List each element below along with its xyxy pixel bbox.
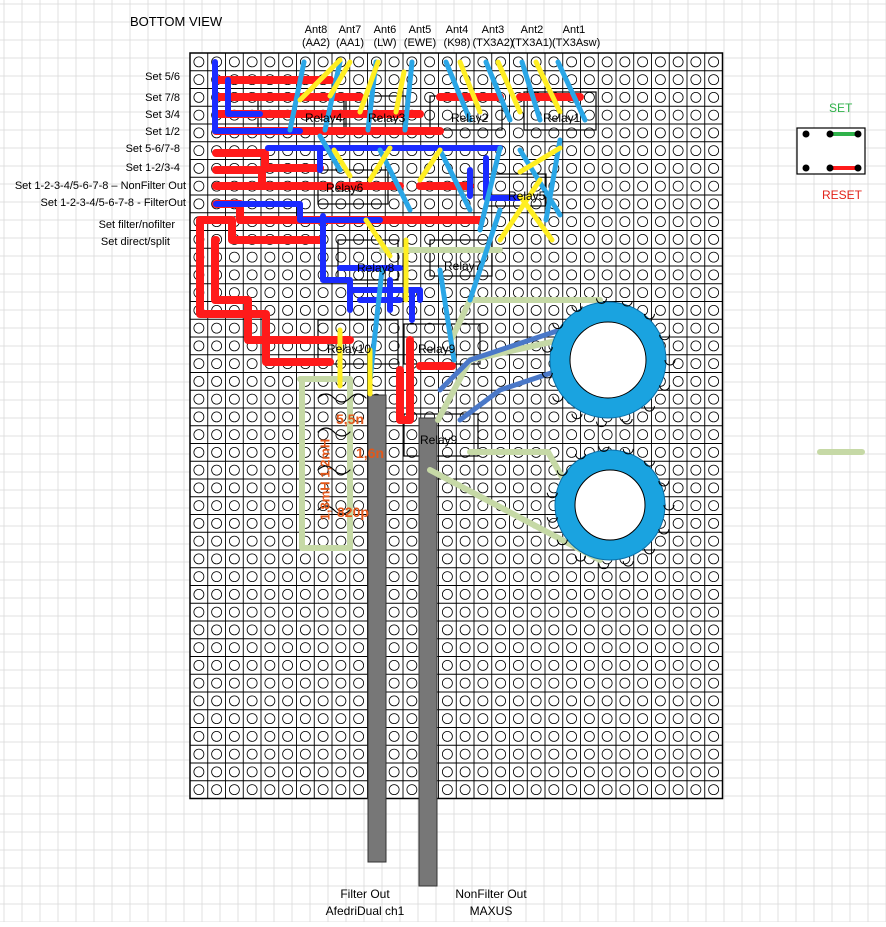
steelblue-wire — [437, 327, 563, 393]
antenna-label: Ant4(K98) — [443, 24, 471, 49]
nonfilter-output-cable — [418, 417, 438, 887]
toroid-hole — [574, 469, 646, 541]
relay-label: Relay3 — [368, 111, 406, 125]
relay-label: Relay2 — [451, 111, 489, 125]
relay-label: Relay8 — [357, 261, 395, 275]
control-label: Set 1-2-3-4/5-6-7-8 - FilterOut — [40, 197, 187, 209]
relay-label: Relay1 — [543, 111, 581, 125]
antenna-label: Ant6(LW) — [373, 24, 397, 49]
coil-winding — [317, 393, 367, 515]
set-legend-label: SET — [829, 101, 853, 115]
blue-wire — [212, 59, 303, 134]
toroid-winding — [541, 298, 676, 428]
relay-label: Relay7 — [444, 259, 482, 273]
red-wire — [196, 216, 354, 366]
blue-wire — [320, 213, 403, 313]
legend-pin — [802, 130, 810, 138]
relay-footprint — [429, 239, 493, 277]
relay-footprint — [523, 91, 597, 131]
relay-label: Relay4 — [305, 111, 343, 125]
control-label: Set 7/8 — [145, 92, 180, 104]
red-wire — [336, 93, 584, 190]
legend-pin — [802, 164, 810, 172]
control-label: Set 5-6/7-8 — [125, 143, 180, 155]
red-wire — [212, 76, 444, 135]
antenna-label: Ant1(TX3Asw) — [552, 24, 601, 49]
antenna-label: Ant7(AA1) — [335, 24, 365, 49]
inductor-value: 5,5n — [336, 411, 365, 427]
antenna-label: Ant5(EWE) — [403, 24, 437, 49]
reset-legend-label: RESET — [822, 188, 863, 202]
relay-label: Relay9 — [420, 433, 458, 447]
blue-wire — [213, 201, 383, 223]
legend-pin — [854, 164, 862, 172]
relay-label: Relay6 — [326, 181, 364, 195]
relay-label: Relay5 — [508, 189, 546, 203]
toroid-hole — [569, 321, 647, 399]
relay-footprint — [337, 239, 399, 281]
legend-pin — [854, 130, 862, 138]
inductor-rotated-value: 1,8mH 1,2mH — [317, 438, 333, 521]
page-title: BOTTOM VIEW — [130, 14, 223, 29]
yellow-wire — [297, 57, 407, 115]
toroid-upper — [541, 298, 676, 428]
yellow-wire — [337, 217, 409, 397]
yellow-wire — [331, 145, 443, 183]
control-label: Set 1/2 — [145, 126, 180, 138]
toroid-lower — [546, 446, 675, 570]
legend-pin — [826, 130, 834, 138]
steelblue-wire — [457, 367, 563, 423]
control-label: Set 1-2-3-4/5-6-7-8 – NonFilter Out — [14, 180, 186, 192]
control-label: Set filter/nofilter — [98, 219, 175, 231]
antenna-label: Ant8(AA2) — [301, 24, 331, 49]
control-label: Set 1-2/3-4 — [125, 162, 180, 174]
toroid-winding — [546, 446, 675, 570]
blue-wire — [265, 145, 503, 173]
toroid-cores — [541, 298, 676, 570]
relay-label: Relay10 — [327, 342, 372, 356]
antenna-label: Ant3(TX3A2) — [472, 24, 514, 49]
relay-label: Relay9 — [418, 342, 456, 356]
red-wire — [212, 149, 334, 190]
capacitor-value: 820p — [337, 504, 369, 520]
control-label: Set 3/4 — [145, 109, 180, 121]
yellow-wire — [497, 145, 563, 243]
control-label: Set direct/split — [100, 236, 170, 248]
set-reset-legend — [796, 127, 866, 175]
inductor-value: 1,6n — [356, 445, 385, 461]
yellow-wire — [457, 59, 563, 115]
lightblue-wire — [443, 59, 588, 123]
filter-output-cable — [367, 394, 387, 863]
control-label: Set 5/6 — [145, 71, 180, 83]
sage-wire — [297, 376, 353, 551]
red-wire — [396, 336, 456, 424]
antenna-label: Ant2(TX3A1) — [511, 24, 553, 49]
legend-pin — [826, 164, 834, 172]
